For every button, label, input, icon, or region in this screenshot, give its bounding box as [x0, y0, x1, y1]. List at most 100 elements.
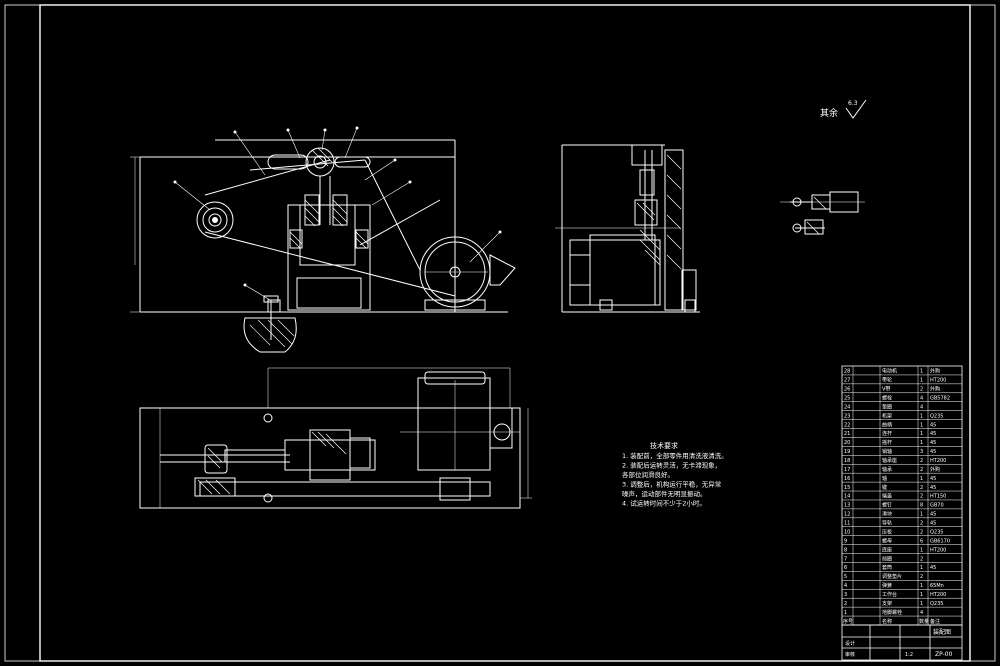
bom-cell-name: 销轴 [882, 448, 892, 455]
bom-cell-qty: 1 [920, 422, 923, 428]
tech-requirements-lines: 1. 装配前，全部零件用清洗液清洗。2. 装配后运转灵活，无卡滞现象， 各部位润… [622, 451, 728, 508]
bom-cell-note: Q235 [930, 413, 943, 419]
bom-cell-qty: 1 [920, 512, 923, 518]
bom-cell-no: 27 [844, 378, 850, 384]
bom-cell-note: 45 [930, 485, 936, 491]
bom-cell-name: 轴承座 [882, 457, 897, 464]
bom-cell-qty: 4 [920, 404, 923, 410]
bom-cell-note: 65Mn [930, 583, 944, 589]
bom-cell-name: 曲柄 [882, 421, 892, 428]
bom-cell-no: 3 [844, 592, 847, 598]
bom-cell-note: 外购 [930, 368, 940, 375]
bom-cell-qty: 1 [920, 583, 923, 589]
bom-cell-qty: 1 [920, 547, 923, 553]
bom-cell-qty: 2 [920, 574, 923, 580]
bom-header-no: 序号 [843, 618, 853, 625]
roughness-symbol [845, 99, 867, 119]
bom-cell-name: 垫圈 [882, 403, 892, 410]
bom-cell-note: 45 [930, 476, 936, 482]
bom-cell-name: 调整垫片 [882, 573, 902, 580]
bom-cell-name: 支架 [882, 600, 892, 607]
title-block-drawing-no: ZP-00 [935, 651, 953, 658]
bom-cell-no: 11 [844, 521, 850, 527]
bom-cell-name: 套筒 [882, 564, 892, 571]
bom-cell-name: 螺钉 [882, 502, 892, 509]
bom-cell-no: 9 [844, 538, 847, 544]
inner-frame [39, 4, 971, 662]
bom-cell-name: 滑块 [882, 511, 892, 518]
bom-cell-note: 45 [930, 449, 936, 455]
bom-cell-no: 15 [844, 485, 850, 491]
front-view-balloons [173, 126, 502, 287]
bom-cell-no: 21 [844, 431, 850, 437]
bom-cell-note: 45 [930, 422, 936, 428]
bom-cell-note: HT200 [930, 458, 946, 464]
tech-requirement-line: 3. 调整后，机构运行平稳，无异常 [622, 480, 721, 489]
top-view-hatching [197, 431, 347, 495]
side-view [555, 144, 700, 313]
bom-cell-name: 挡圈 [882, 555, 892, 562]
front-view-hatching [289, 147, 369, 249]
bom-cell-qty: 2 [920, 458, 923, 464]
detail-view [780, 191, 865, 235]
tech-requirement-line: 1. 装配前，全部零件用清洗液清洗。 [622, 451, 728, 460]
bom-cell-qty: 1 [920, 440, 923, 446]
bom-cell-no: 18 [844, 458, 850, 464]
bom-cell-no: 10 [844, 529, 850, 535]
top-view [139, 367, 532, 509]
bom-cell-note: 45 [930, 565, 936, 571]
bom-header-qty: 数量 [919, 618, 929, 625]
tech-requirement-line: 4. 试运转时间不少于2小时。 [622, 499, 706, 508]
bom-cell-name: 底座 [882, 546, 892, 553]
bom-cell-name: 电动机 [882, 368, 897, 375]
bom-cell-name: 轴 [882, 475, 887, 482]
bom-cell-no: 7 [844, 556, 847, 562]
bom-cell-name: 工作台 [882, 591, 897, 598]
bom-cell-name: 机架 [882, 412, 892, 419]
bom-cell-name: 压板 [882, 528, 892, 535]
bom-cell-qty: 1 [920, 413, 923, 419]
bom-cell-name: 摇杆 [882, 439, 892, 446]
front-view [130, 139, 516, 313]
title-block-name: 装配图 [933, 628, 951, 636]
bom-cell-no: 28 [844, 369, 850, 375]
bom-cell-qty: 2 [920, 494, 923, 500]
bom-cell-no: 23 [844, 413, 850, 419]
tech-requirement-line: 噪声，运动部件无明显振动。 [622, 489, 707, 498]
tech-requirement-line: 2. 装配后运转灵活，无卡滞现象， [622, 461, 721, 470]
bom-cell-no: 20 [844, 440, 850, 446]
bom-cell-qty: 8 [920, 503, 923, 509]
title-block-scale: 1:2 [905, 652, 913, 658]
bom-cell-note: GB6170 [930, 538, 950, 544]
bom-cell-name: 导轨 [882, 520, 892, 527]
bom-cell-qty: 2 [920, 556, 923, 562]
bom-cell-name: 键 [882, 484, 887, 491]
bom-cell-qty: 2 [920, 529, 923, 535]
tech-requirement-line: 各部位润滑良好。 [622, 470, 674, 479]
bom-cell-qty: 1 [920, 476, 923, 482]
ground-section [243, 295, 297, 353]
bom-cell-qty: 2 [920, 387, 923, 393]
bom-cell-note: HT150 [930, 494, 946, 500]
bom-cell-note: 45 [930, 431, 936, 437]
bom-cell-no: 19 [844, 449, 850, 455]
bom-cell-note: 45 [930, 521, 936, 527]
roughness-label: 其余 [820, 107, 838, 119]
bom-cell-qty: 4 [920, 610, 923, 616]
bom-header-note: 备注 [930, 618, 940, 625]
side-view-hatching [636, 154, 682, 270]
bom-cell-no: 8 [844, 547, 847, 553]
bom-cell-no: 24 [844, 404, 850, 410]
bom-cell-name: 端盖 [882, 493, 892, 500]
bom-cell-note: GB70 [930, 503, 944, 509]
bom-cell-qty: 1 [920, 601, 923, 607]
bom-cell-no: 6 [844, 565, 847, 571]
bom-cell-no: 2 [844, 601, 847, 607]
bom-cell-qty: 6 [920, 538, 923, 544]
bom-cell-note: 外购 [930, 386, 940, 393]
bom-cell-note: Q235 [930, 529, 943, 535]
bom-cell-name: V带 [882, 387, 890, 393]
bom-cell-note: HT200 [930, 547, 946, 553]
bom-cell-qty: 3 [920, 449, 923, 455]
